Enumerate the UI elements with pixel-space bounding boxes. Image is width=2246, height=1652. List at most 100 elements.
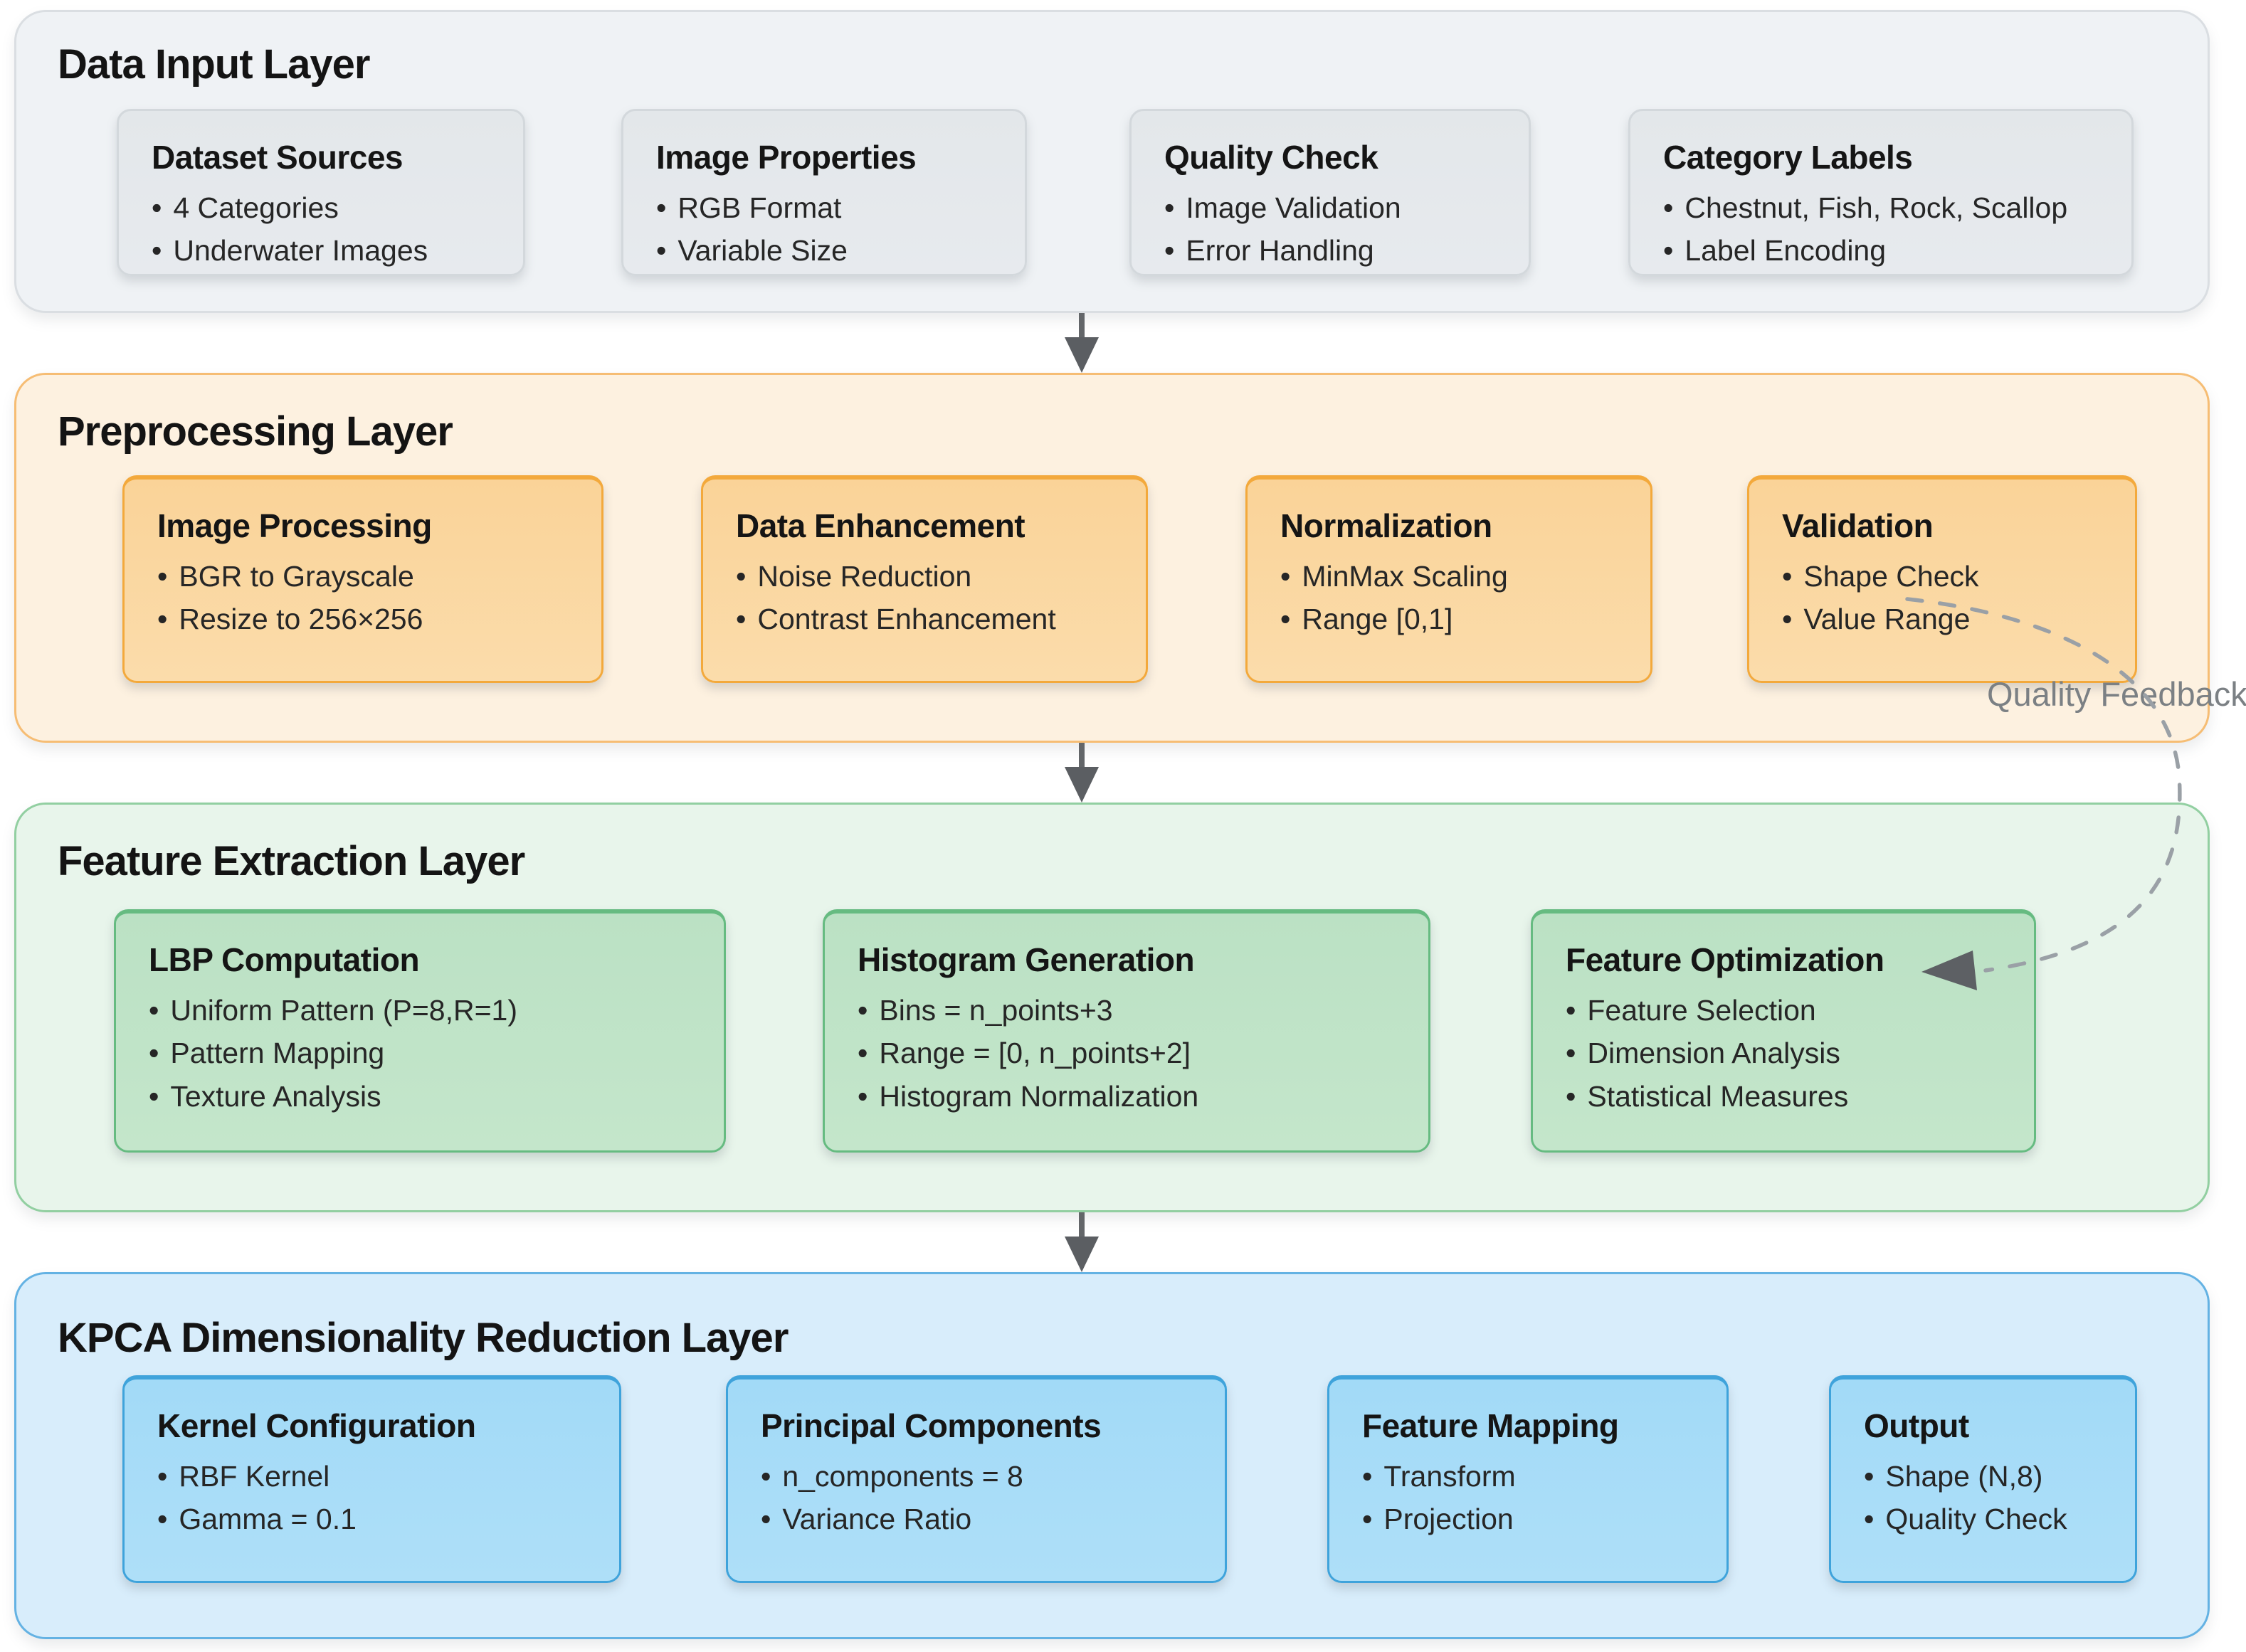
arrow-stem bbox=[1079, 743, 1085, 768]
bullet-text: Chestnut, Fish, Rock, Scallop bbox=[1684, 191, 2068, 224]
bullet-icon: • bbox=[1782, 560, 1793, 593]
bullet-text: Projection bbox=[1383, 1503, 1514, 1536]
bullet-icon: • bbox=[157, 560, 168, 593]
bullet-item: • Range [0,1] bbox=[1280, 598, 1618, 640]
bullet-item: • BGR to Grayscale bbox=[157, 555, 569, 598]
node-data-enhancement: Data Enhancement •Noise Reduction •Contr… bbox=[701, 475, 1148, 683]
bullet-icon: • bbox=[1280, 603, 1291, 636]
bullet-icon: • bbox=[1864, 1460, 1875, 1493]
node-feature-mapping: Feature Mapping • Transform •Projection bbox=[1327, 1375, 1729, 1583]
node-title: Validation bbox=[1782, 507, 1934, 544]
bullet-text: Pattern Mapping bbox=[170, 1037, 385, 1070]
bullet-text: Histogram Normalization bbox=[879, 1079, 1199, 1113]
bullet-icon: • bbox=[1864, 1503, 1875, 1536]
bullet-icon: • bbox=[1566, 1037, 1576, 1070]
bullet-item: •Value Range bbox=[1782, 598, 2102, 640]
bullet-icon: • bbox=[1663, 191, 1674, 224]
bullet-icon: • bbox=[1164, 234, 1175, 268]
bullet-text: Transform bbox=[1383, 1460, 1516, 1493]
node-category-labels: Category Labels •Chestnut, Fish, Rock, S… bbox=[1628, 109, 2134, 276]
bullet-text: BGR to Grayscale bbox=[179, 560, 414, 593]
bullet-icon: • bbox=[1362, 1460, 1373, 1493]
bullet-icon: • bbox=[157, 1503, 168, 1536]
bullet-icon: • bbox=[858, 1037, 868, 1070]
bullet-item: •Resize to 256×256 bbox=[157, 598, 569, 640]
bullet-text: 4 Categories bbox=[173, 191, 339, 224]
bullet-item: •Statistical Measures bbox=[1566, 1075, 2001, 1118]
arrow-stem bbox=[1079, 313, 1085, 339]
bullet-text: Quality Check bbox=[1885, 1503, 2067, 1536]
node-dataset-sources: Dataset Sources •4 Categories •Underwate… bbox=[117, 109, 525, 276]
bullet-text: Uniform Pattern (P=8,R=1) bbox=[170, 994, 517, 1027]
bullet-item: • Chestnut, Fish, Rock, Scallop bbox=[1663, 186, 2099, 229]
flow-arrow-down-icon bbox=[1063, 1212, 1100, 1272]
bullet-text: Value Range bbox=[1803, 603, 1971, 636]
bullet-text: Error Handling bbox=[1186, 234, 1374, 268]
layer-kpca-reduction: KPCA Dimensionality Reduction Layer Kern… bbox=[14, 1272, 2210, 1639]
node-title: Output bbox=[1864, 1407, 1969, 1444]
bullet-item: • Variance Ratio bbox=[761, 1498, 1192, 1540]
arrow-head bbox=[1065, 337, 1099, 373]
bullet-icon: • bbox=[149, 1037, 159, 1070]
bullet-item: •Uniform Pattern (P=8,R=1) bbox=[149, 989, 691, 1032]
bullet-icon: • bbox=[1280, 560, 1291, 593]
bullet-item: • Pattern Mapping bbox=[149, 1032, 691, 1074]
bullet-text: MinMax Scaling bbox=[1302, 560, 1508, 593]
bullet-item: • Image Validation bbox=[1164, 186, 1496, 229]
node-title: Feature Mapping bbox=[1362, 1407, 1619, 1444]
bullet-text: Label Encoding bbox=[1684, 234, 1887, 268]
bullet-text: Variance Ratio bbox=[782, 1503, 972, 1536]
layer-preprocessing: Preprocessing Layer Image Processing •BG… bbox=[14, 373, 2210, 743]
node-kernel-configuration: Kernel Configuration •RBF Kernel • Gamma … bbox=[122, 1375, 621, 1583]
node-title: Kernel Configuration bbox=[157, 1407, 476, 1444]
node-title: Feature Optimization bbox=[1566, 941, 1884, 978]
bullet-item: •RBF Kernel bbox=[157, 1455, 586, 1498]
node-quality-check: Quality Check • Image Validation • Error H… bbox=[1129, 109, 1531, 276]
bullet-text: Variable Size bbox=[678, 234, 848, 268]
layer-title-preprocessing: Preprocessing Layer bbox=[58, 408, 453, 455]
bullet-item: • Label Encoding bbox=[1663, 229, 2099, 272]
bullet-item: •Feature Selection bbox=[1566, 989, 2001, 1032]
node-title: LBP Computation bbox=[149, 941, 420, 978]
bullet-text: Range [0,1] bbox=[1302, 603, 1453, 636]
bullet-text: Texture Analysis bbox=[170, 1079, 381, 1113]
arrow-stem bbox=[1079, 1212, 1085, 1238]
bullet-item: • Transform bbox=[1362, 1455, 1694, 1498]
layer-title-feature-extraction: Feature Extraction Layer bbox=[58, 838, 525, 884]
bullet-icon: • bbox=[157, 603, 168, 636]
bullet-icon: • bbox=[761, 1503, 771, 1536]
node-title: Image Properties bbox=[656, 139, 917, 176]
bullet-item: •Shape (N,8) bbox=[1864, 1455, 2102, 1498]
quality-feedback-label: Quality Feedback bbox=[1987, 675, 2246, 713]
bullet-text: Gamma = 0.1 bbox=[179, 1503, 357, 1536]
bullet-text: Image Validation bbox=[1186, 191, 1401, 224]
bullet-item: • Variable Size bbox=[656, 229, 992, 272]
bullet-item: •Projection bbox=[1362, 1498, 1694, 1540]
layer-title-data-input: Data Input Layer bbox=[58, 41, 370, 88]
node-image-processing: Image Processing •BGR to Grayscale •Resi… bbox=[122, 475, 603, 683]
bullet-item: •RGB Format bbox=[656, 186, 992, 229]
layer-title-kpca: KPCA Dimensionality Reduction Layer bbox=[58, 1315, 789, 1361]
bullet-text: n_components = 8 bbox=[782, 1460, 1023, 1493]
bullet-icon: • bbox=[152, 234, 162, 268]
layer-data-input: Data Input Layer Dataset Sources •4 Cate… bbox=[14, 10, 2210, 313]
bullet-text: Underwater Images bbox=[173, 234, 428, 268]
node-output: Output •Shape (N,8) • Quality Check bbox=[1829, 1375, 2137, 1583]
node-title: Quality Check bbox=[1164, 139, 1378, 176]
bullet-icon: • bbox=[656, 234, 667, 268]
layer-feature-extraction: Feature Extraction Layer LBP Computation… bbox=[14, 803, 2210, 1212]
bullet-item: •n_components = 8 bbox=[761, 1455, 1192, 1498]
bullet-icon: • bbox=[1164, 191, 1175, 224]
flow-arrow-down-icon bbox=[1063, 313, 1100, 373]
bullet-item: •Bins = n_points+3 bbox=[858, 989, 1396, 1032]
bullet-icon: • bbox=[858, 1079, 868, 1113]
bullet-icon: • bbox=[736, 560, 747, 593]
bullet-item: •Contrast Enhancement bbox=[736, 598, 1113, 640]
flow-arrow-down-icon bbox=[1063, 743, 1100, 803]
bullet-item: • Gamma = 0.1 bbox=[157, 1498, 586, 1540]
node-principal-components: Principal Components •n_components = 8 •… bbox=[726, 1375, 1227, 1583]
bullet-icon: • bbox=[1663, 234, 1674, 268]
bullet-item: •Noise Reduction bbox=[736, 555, 1113, 598]
bullet-text: Dimension Analysis bbox=[1587, 1037, 1840, 1070]
